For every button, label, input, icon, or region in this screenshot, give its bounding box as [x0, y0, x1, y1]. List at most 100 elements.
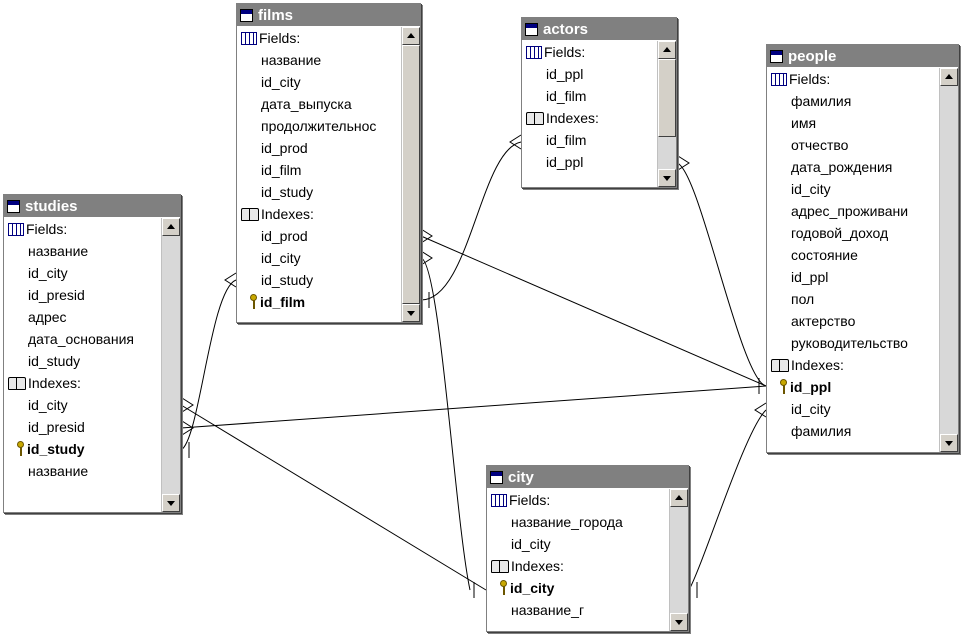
table-title: films	[258, 6, 294, 24]
field-row[interactable]: id_prod	[237, 137, 400, 159]
field-row[interactable]: id_prod	[237, 225, 400, 247]
field-row[interactable]: адрес	[4, 306, 160, 328]
field-row[interactable]: id_film	[522, 129, 656, 151]
field-name: фамилия	[791, 423, 852, 439]
relationship-city-people	[688, 409, 767, 591]
field-row[interactable]: id_study	[237, 181, 400, 203]
field-row[interactable]: отчество	[767, 134, 938, 156]
field-name: фамилия	[791, 93, 852, 109]
scrollbar[interactable]	[161, 218, 180, 512]
table-title-bar[interactable]: people	[767, 45, 958, 67]
field-row[interactable]: id_ppl	[522, 151, 656, 173]
field-row[interactable]: состояние	[767, 244, 938, 266]
field-row[interactable]: дата_рождения	[767, 156, 938, 178]
scroll-up-button[interactable]	[402, 27, 420, 45]
field-row[interactable]: id_film	[522, 85, 656, 107]
field-row[interactable]: дата_выпуска	[237, 93, 400, 115]
field-row[interactable]: id_ppl	[522, 63, 656, 85]
field-row[interactable]: название_г	[487, 599, 668, 621]
scroll-down-button[interactable]	[940, 434, 958, 452]
field-row[interactable]: id_film	[237, 159, 400, 181]
primary-key-row[interactable]: id_film	[237, 291, 400, 313]
field-row[interactable]: пол	[767, 288, 938, 310]
scroll-up-button[interactable]	[670, 489, 688, 507]
fields-header[interactable]: Fields:	[522, 41, 656, 63]
scrollbar[interactable]	[669, 489, 688, 631]
field-name: id_city	[791, 181, 831, 197]
scrollbar[interactable]	[657, 41, 676, 187]
field-row[interactable]: адрес_проживани	[767, 200, 938, 222]
table-icon	[7, 199, 20, 213]
field-row[interactable]: фамилия	[767, 90, 938, 112]
scroll-up-button[interactable]	[940, 68, 958, 86]
field-row[interactable]: дата_основания	[4, 328, 160, 350]
table-title: city	[508, 468, 534, 486]
primary-key-row[interactable]: id_city	[487, 577, 668, 599]
field-row[interactable]: id_city	[487, 533, 668, 555]
field-row[interactable]: id_city	[4, 394, 160, 416]
field-row[interactable]: название	[237, 49, 400, 71]
field-row[interactable]: id_city	[767, 178, 938, 200]
field-row[interactable]: руководительство	[767, 332, 938, 354]
scroll-down-button[interactable]	[658, 169, 676, 187]
relationship-city-studies	[180, 404, 487, 591]
indexes-icon	[241, 207, 259, 221]
indexes-header[interactable]: Indexes:	[487, 555, 668, 577]
field-row[interactable]: id_city	[237, 71, 400, 93]
table-title-bar[interactable]: films	[237, 4, 420, 26]
field-row[interactable]: имя	[767, 112, 938, 134]
scroll-up-button[interactable]	[162, 218, 180, 236]
field-row[interactable]: название	[4, 460, 160, 482]
primary-key-row[interactable]: id_study	[4, 438, 160, 460]
field-row[interactable]: актерство	[767, 310, 938, 332]
field-row[interactable]: id_ppl	[767, 266, 938, 288]
scroll-down-button[interactable]	[670, 613, 688, 631]
indexes-header[interactable]: Indexes:	[4, 372, 160, 394]
field-row[interactable]: продолжительнос	[237, 115, 400, 137]
table-title-bar[interactable]: studies	[4, 195, 180, 217]
scroll-up-button[interactable]	[658, 41, 676, 59]
indexes-header[interactable]: Indexes:	[767, 354, 938, 376]
section-label: Indexes:	[28, 375, 81, 391]
fields-header[interactable]: Fields:	[487, 489, 668, 511]
scroll-thumb[interactable]	[402, 45, 420, 304]
table-icon	[490, 470, 503, 484]
field-name: адрес	[28, 309, 67, 325]
indexes-header[interactable]: Indexes:	[237, 203, 400, 225]
scrollbar[interactable]	[939, 68, 958, 452]
table-title-bar[interactable]: city	[487, 466, 688, 488]
field-row[interactable]: фамилия	[767, 420, 938, 442]
field-row[interactable]: название_города	[487, 511, 668, 533]
primary-key-row[interactable]: id_ppl	[767, 376, 938, 398]
scrollbar[interactable]	[401, 27, 420, 322]
field-row[interactable]: id_city	[767, 398, 938, 420]
fields-header[interactable]: Fields:	[4, 218, 160, 240]
fields-header[interactable]: Fields:	[767, 68, 938, 90]
field-row[interactable]: id_study	[237, 269, 400, 291]
scroll-down-button[interactable]	[162, 494, 180, 512]
table-title-bar[interactable]: actors	[522, 18, 676, 40]
key-name: id_city	[510, 580, 555, 596]
field-row[interactable]: годовой_доход	[767, 222, 938, 244]
field-name: состояние	[791, 247, 858, 263]
indexes-header[interactable]: Indexes:	[522, 107, 656, 129]
field-row[interactable]: id_city	[4, 262, 160, 284]
field-row[interactable]: id_city	[237, 247, 400, 269]
field-name: название	[28, 243, 89, 259]
field-row[interactable]: id_presid	[4, 416, 160, 438]
field-row[interactable]: название	[4, 240, 160, 262]
field-name: дата_рождения	[791, 159, 893, 175]
scroll-thumb[interactable]	[658, 59, 676, 137]
fields-header[interactable]: Fields:	[237, 27, 400, 49]
table-title: studies	[25, 197, 78, 215]
field-row[interactable]: id_presid	[4, 284, 160, 306]
field-row[interactable]: id_study	[4, 350, 160, 372]
scroll-down-button[interactable]	[402, 304, 420, 322]
